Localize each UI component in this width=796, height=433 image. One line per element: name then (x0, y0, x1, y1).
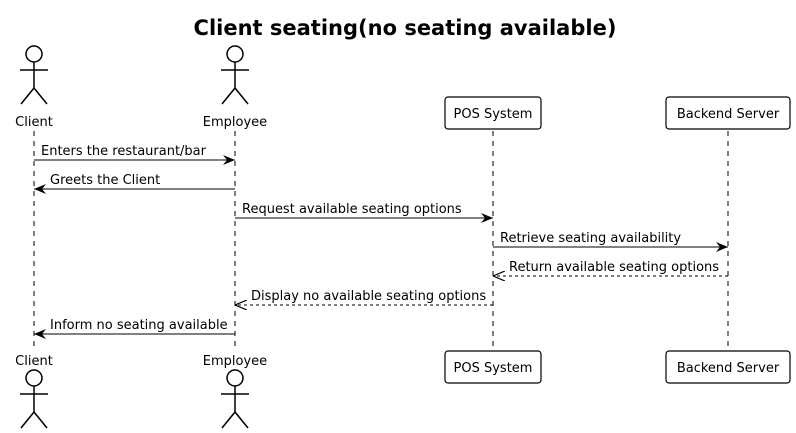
participant-box-pos-bottom (444, 350, 542, 384)
participant-box-pos-top (444, 96, 542, 130)
participant-label-backend-bottom: Backend Server (677, 361, 780, 376)
actor-employee-top-icon (221, 45, 249, 105)
actor-client-bottom-icon (20, 369, 48, 429)
participant-label-employee-top: Employee (203, 115, 267, 130)
message-label-5: Return available seating options (509, 260, 719, 275)
participant-label-client-bottom: Client (15, 354, 53, 369)
message-label-2: Greets the Client (50, 173, 160, 188)
actor-client-top-icon (20, 45, 48, 105)
participant-label-client-top: Client (15, 115, 53, 130)
participant-label-pos-bottom: POS System (454, 361, 533, 376)
participant-label-employee-bottom: Employee (203, 354, 267, 369)
participant-label-backend-top: Backend Server (677, 107, 780, 122)
diagram-title: Client seating(no seating available) (194, 16, 617, 40)
actor-employee-bottom-icon (221, 369, 249, 429)
participant-box-backend-bottom (665, 350, 791, 384)
participant-box-backend-top (665, 96, 791, 130)
message-label-6: Display no available seating options (251, 289, 486, 304)
message-label-3: Request available seating options (242, 202, 462, 217)
message-label-1: Enters the restaurant/bar (41, 144, 207, 159)
participant-label-pos-top: POS System (454, 107, 533, 122)
message-label-7: Inform no seating available (50, 318, 228, 333)
message-label-4: Retrieve seating availability (500, 231, 681, 246)
